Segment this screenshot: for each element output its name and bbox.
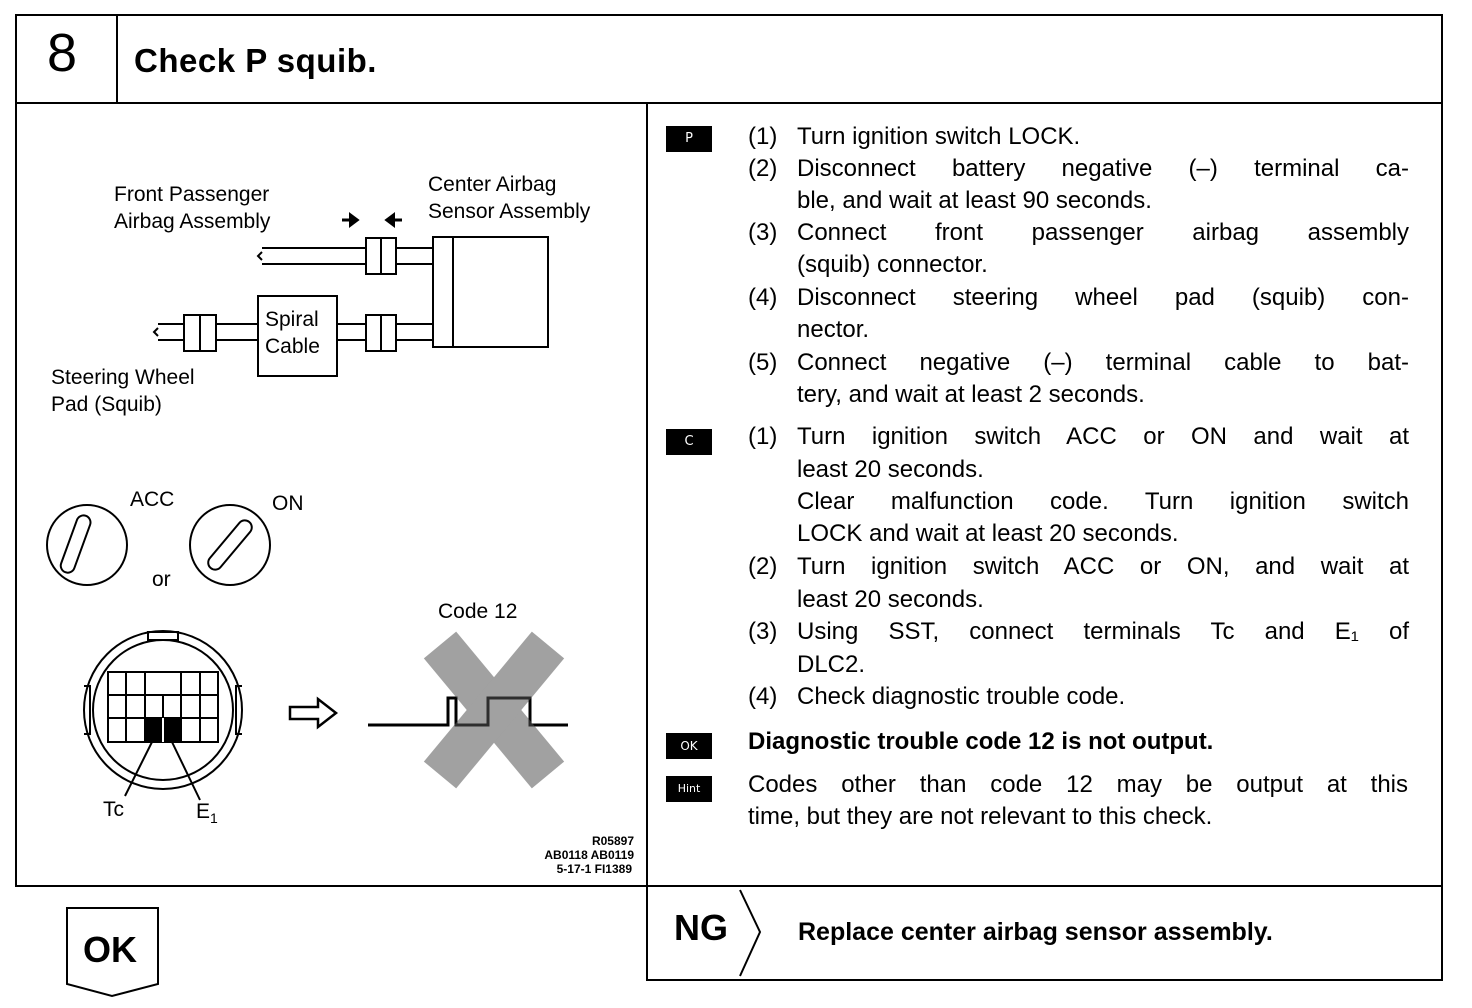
p-step-2-line-2: ble, and wait at least 90 seconds. xyxy=(797,187,1152,214)
ok-badge: OK xyxy=(666,733,712,759)
c-step-2-num: (2) xyxy=(748,553,778,580)
c-step-4-line-1: Check diagnostic trouble code. xyxy=(797,683,1126,710)
ok-label: OK xyxy=(83,929,137,970)
ref-code-3: 5-17-1 FI1389 xyxy=(556,862,632,876)
c-step-1-num: (1) xyxy=(748,423,778,450)
ref-code-1: R05897 xyxy=(591,834,634,848)
tc-label: Tc xyxy=(103,798,124,821)
on-key-circle xyxy=(189,504,271,586)
step-number-cell xyxy=(15,14,118,104)
on-label: ON xyxy=(272,492,304,515)
c-badge: C xyxy=(666,429,712,455)
panel-divider xyxy=(646,102,648,887)
p-step-3-line-1: Connect front passenger airbag assembly xyxy=(797,219,1409,246)
p-step-2-num: (2) xyxy=(748,155,778,182)
dlc2-key xyxy=(147,631,179,641)
ng-action-text: Replace center airbag sensor assembly. xyxy=(798,918,1273,946)
front-passenger-label-2: Airbag Assembly xyxy=(114,210,271,233)
p-step-2-line-1: Disconnect battery negative (–) terminal… xyxy=(797,155,1409,182)
hint-line-1: Codes other than code 12 may be output a… xyxy=(748,771,1408,798)
steering-pad-label-1: Steering Wheel xyxy=(51,366,195,389)
c-step-3-line-2: DLC2. xyxy=(797,651,866,678)
front-passenger-label-1: Front Passenger xyxy=(114,183,270,206)
spiral-cable-box xyxy=(257,295,338,377)
e1-subscript: 1 xyxy=(210,810,218,827)
center-sensor-label-2: Sensor Assembly xyxy=(428,200,591,223)
center-sensor-label-1: Center Airbag xyxy=(428,173,557,196)
ng-box xyxy=(646,885,1443,981)
ok-result-text: Diagnostic trouble code 12 is not output… xyxy=(748,728,1214,755)
c-step-1-line-4: LOCK and wait at least 20 seconds. xyxy=(797,520,1179,547)
acc-label: ACC xyxy=(130,488,175,511)
p-step-4-num: (4) xyxy=(748,284,778,311)
p-step-5-line-2: tery, and wait at least 2 seconds. xyxy=(797,381,1145,408)
c-step-1-line-1: Turn ignition switch ACC or ON and wait … xyxy=(797,423,1409,450)
spiral-cable-label-2: Cable xyxy=(265,335,320,358)
c-step-2-line-1: Turn ignition switch ACC or ON, and wait… xyxy=(797,553,1409,580)
code-label: Code 12 xyxy=(438,600,518,623)
ref-code-2: AB0118 AB0119 xyxy=(544,848,634,862)
c-step-4-num: (4) xyxy=(748,683,778,710)
p-step-4-line-1: Disconnect steering wheel pad (squib) co… xyxy=(797,284,1409,311)
p-step-1-line-1: Turn ignition switch LOCK. xyxy=(797,123,1081,150)
p-badge: P xyxy=(666,126,712,152)
c-step-3-line-1: Using SST, connect terminals Tc and E₁ o… xyxy=(797,618,1409,645)
steering-pad-label-2: Pad (Squib) xyxy=(51,393,162,416)
p-step-3-line-2: (squib) connector. xyxy=(797,251,988,278)
acc-key-slot xyxy=(59,514,92,574)
e1-letter: E xyxy=(196,800,211,823)
spiral-cable-label-1: Spiral xyxy=(265,308,319,331)
p-step-1-num: (1) xyxy=(748,123,778,150)
c-step-3-num: (3) xyxy=(748,618,778,645)
or-label: or xyxy=(152,568,171,591)
step-title: Check P squib. xyxy=(134,42,377,79)
wiring-diagram xyxy=(46,212,568,801)
p-step-5-line-1: Connect negative (–) terminal cable to b… xyxy=(797,349,1409,376)
c-step-1-line-2: least 20 seconds. xyxy=(797,456,984,483)
e1-label: E1 xyxy=(196,798,218,832)
c-step-2-line-2: least 20 seconds. xyxy=(797,586,984,613)
center-sensor-box xyxy=(432,236,549,348)
hint-line-2: time, but they are not relevant to this … xyxy=(748,803,1213,830)
ng-label: NG xyxy=(674,907,728,948)
step-number: 8 xyxy=(47,23,78,83)
on-key-slot xyxy=(207,519,253,571)
acc-key-circle xyxy=(46,504,128,586)
c-step-1-line-3: Clear malfunction code. Turn ignition sw… xyxy=(797,488,1409,515)
p-step-5-num: (5) xyxy=(748,349,778,376)
p-step-4-line-2: nector. xyxy=(797,316,870,343)
p-step-3-num: (3) xyxy=(748,219,778,246)
center-sensor-connector xyxy=(432,236,454,348)
hint-badge: Hint xyxy=(666,776,712,802)
